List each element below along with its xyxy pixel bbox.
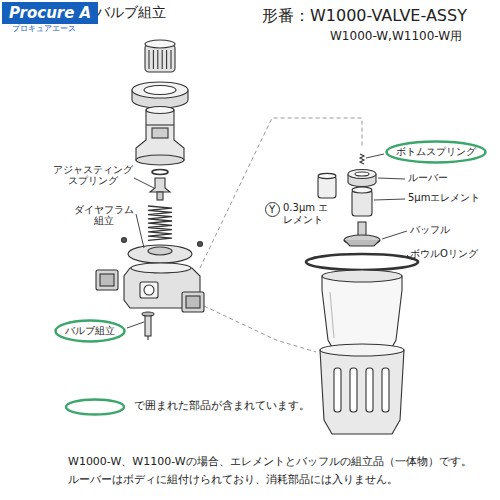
knurl-line: [166, 50, 167, 69]
outline: [387, 142, 486, 163]
node-subtext: プロキュアエース: [12, 25, 76, 33]
part-label: 形番：W1000-VALVE-ASSY: [262, 6, 467, 25]
part-label: W1000-W、W1100-Wの場合、エレメントとバッフルの組立品（一体物）です…: [68, 455, 472, 468]
enclosing-ellipse: Y: [264, 201, 281, 218]
part-label: ダイヤフラム 組立: [72, 204, 136, 227]
knurl-line: [170, 50, 171, 69]
knurl-line: [162, 50, 163, 69]
diagram-title: バルブ組立: [96, 4, 166, 21]
guard-slot: [334, 368, 341, 412]
guard-slot: [350, 368, 357, 412]
knurl-line: [148, 50, 149, 69]
spring-coil: [148, 206, 172, 240]
part-label: W1000-W,W1100-W用: [330, 29, 462, 43]
legend-swatch: [64, 398, 126, 416]
outline: [66, 400, 124, 415]
part-label: アジャスティング スプリング: [52, 164, 134, 187]
legend-ellipse: [64, 398, 126, 416]
node-text: Y: [269, 204, 275, 215]
node-text: バルブ組立: [65, 324, 115, 338]
node-text: Procure A: [9, 4, 91, 22]
outline: [56, 321, 125, 342]
knurl-line: [157, 50, 158, 69]
part-label: ボウルOリング: [410, 248, 478, 260]
knurl-line: [153, 50, 154, 69]
node-text: ボトムスプリング: [396, 145, 476, 159]
enclosing-ellipse: ボトムスプリング: [385, 140, 487, 164]
logo-badge: Procure Aプロキュアエース: [2, 2, 98, 24]
enclosing-ellipse: バルブ組立: [54, 319, 126, 343]
part-label: バッフル: [410, 224, 450, 236]
guard-slot: [382, 368, 389, 412]
outline: [265, 202, 279, 216]
part-label: ルーバー: [408, 172, 448, 184]
part-label: ルーバーはボディに組付けられており、消耗部品には入りません。: [68, 473, 398, 486]
part-label: 5μmエレメント: [408, 192, 480, 204]
guard-slot: [366, 368, 373, 412]
legend-text: で囲まれた部品が含まれています。: [134, 399, 310, 412]
part-label: 0.3μm エレメント: [283, 202, 337, 226]
